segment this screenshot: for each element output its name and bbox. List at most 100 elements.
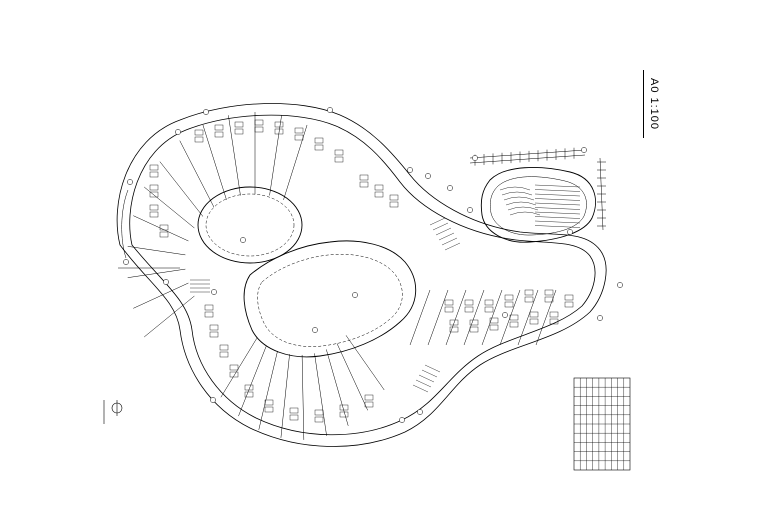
desk-block [484, 299, 494, 306]
seat-row [534, 225, 581, 228]
desk-block [219, 351, 229, 358]
desk-block [484, 306, 494, 313]
desk-block [524, 296, 534, 303]
desk-block [264, 399, 274, 406]
partition-line [258, 350, 278, 430]
desk-block [444, 306, 454, 313]
partition-line [336, 343, 368, 411]
seat-row [534, 220, 581, 224]
desk-block [274, 128, 284, 135]
desk-block [314, 144, 324, 151]
desk-block [524, 289, 534, 296]
partition-line [427, 289, 449, 346]
desk-block [364, 401, 374, 408]
desk-block [509, 321, 519, 328]
partition-line [159, 161, 204, 217]
grid-bubble [127, 179, 133, 185]
seat-row-arc [505, 201, 537, 206]
partition-line [127, 268, 186, 278]
grid-bubble [447, 185, 453, 191]
grid-bubble [123, 259, 129, 265]
desk-block [489, 324, 499, 331]
desk-block [209, 324, 219, 331]
furniture-blocks [149, 119, 574, 423]
desk-block [254, 119, 264, 126]
partition-line [283, 124, 308, 200]
desk-block [334, 149, 344, 156]
grid-bubble [472, 155, 478, 161]
desk-block [359, 174, 369, 181]
desk-block [374, 191, 384, 198]
desk-block [504, 294, 514, 301]
room-partitions [127, 112, 557, 440]
seat-row-arc [509, 211, 541, 216]
seat-row [534, 207, 581, 210]
desk-block [229, 364, 239, 371]
legend-grid [574, 378, 630, 470]
partition-line [445, 289, 467, 346]
partition-line [345, 335, 385, 391]
grid-bubble [502, 312, 508, 318]
partition-line [269, 115, 282, 196]
seat-row-arc [507, 206, 539, 211]
partition-line [280, 354, 290, 438]
desk-block [194, 129, 204, 136]
seat-row [534, 198, 581, 201]
grid-bubble [597, 315, 603, 321]
partition-line [535, 289, 557, 346]
desk-block [159, 231, 169, 238]
partition-line [517, 289, 539, 346]
desk-block [444, 299, 454, 306]
partition-line [179, 140, 215, 208]
grid-bubble [425, 173, 431, 179]
partition-line [228, 115, 241, 196]
partition-line [481, 289, 503, 346]
grid-bubble [352, 292, 358, 298]
desk-block [544, 289, 554, 296]
desk-block [389, 201, 399, 208]
seat-row [534, 202, 581, 206]
desk-block [509, 314, 519, 321]
desk-block [234, 128, 244, 135]
grid-bubble [567, 229, 573, 235]
desk-block [214, 131, 224, 138]
dimension-ticks [474, 147, 606, 227]
grid-bubble [203, 109, 209, 115]
grid-bubble [211, 289, 217, 295]
desk-block [339, 404, 349, 411]
grid-bubble [163, 279, 169, 285]
desk-block [234, 121, 244, 128]
desk-block [314, 137, 324, 144]
desk-block [469, 326, 479, 333]
partition-line [202, 124, 227, 200]
desk-block [159, 224, 169, 231]
seat-row [534, 184, 581, 188]
partition-line [220, 338, 258, 398]
partition-line [127, 246, 186, 256]
partition-line [143, 186, 195, 229]
desk-block [149, 164, 159, 171]
desk-block [449, 326, 459, 333]
desk-block [374, 184, 384, 191]
partition-line [463, 289, 485, 346]
seat-row [534, 189, 581, 192]
desk-block [254, 126, 264, 133]
grid-bubble [327, 107, 333, 113]
desk-block [314, 416, 324, 423]
seat-row [534, 211, 581, 215]
seat-row-arc [501, 191, 533, 196]
desk-block [194, 136, 204, 143]
desk-block [214, 124, 224, 131]
desk-block [204, 304, 214, 311]
desk-block [469, 319, 479, 326]
desk-block [529, 311, 539, 318]
desk-block [564, 301, 574, 308]
desk-block [204, 311, 214, 318]
desk-block [149, 184, 159, 191]
desk-block [244, 384, 254, 391]
desk-block [549, 318, 559, 325]
desk-block [289, 414, 299, 421]
grid-markers [123, 107, 623, 423]
desk-block [334, 156, 344, 163]
